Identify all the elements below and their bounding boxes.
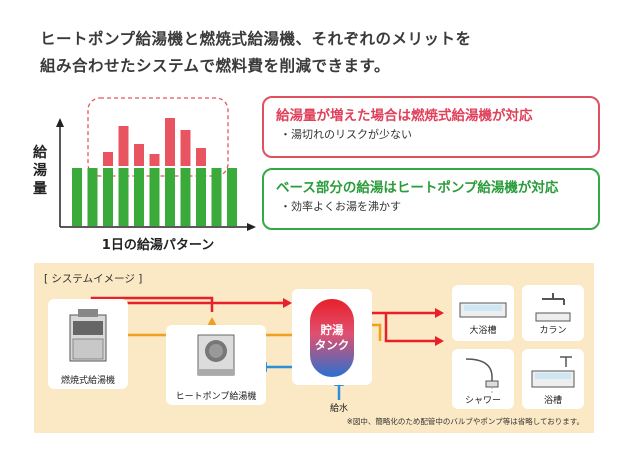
combustion-heater-card: 燃焼式給湯機 (48, 299, 128, 389)
shower-icon (465, 358, 499, 393)
heat-pump-icon (197, 334, 235, 376)
pipe-hot-down (384, 313, 436, 343)
outlet-shower: シャワー (452, 349, 514, 409)
outlet-large-bath-label: 大浴槽 (469, 326, 497, 336)
base-bar (196, 168, 206, 226)
faucet-icon (535, 293, 571, 322)
water-supply-label: 給水 (330, 404, 349, 414)
tank-label-line2: タンク (314, 338, 350, 352)
combustion-heater-icon (69, 309, 107, 362)
base-bar (87, 168, 98, 226)
bars-group (72, 118, 237, 226)
usage-chart: 給湯量 1日の給湯パターン (30, 96, 260, 256)
base-bar (149, 168, 160, 226)
x-axis-arrow (247, 223, 256, 231)
tank-label-line1: 貯湯 (320, 323, 344, 337)
peak-bar (103, 152, 113, 166)
footnote: ※図中、簡略化のため配管中のバルブやポンプ等は省略しております。 (346, 417, 584, 426)
arrow-warm-hp (207, 317, 217, 326)
y-axis-arrow (56, 118, 64, 127)
outlet-bathtub-label: 浴槽 (543, 396, 562, 406)
base-bar (211, 168, 222, 226)
base-bar (227, 168, 237, 226)
peak-bar (118, 126, 129, 166)
arrow-hot-out (435, 308, 444, 318)
arrow-hot-main (283, 298, 292, 308)
outlet-large-bath: 大浴槽 (452, 285, 514, 341)
heat-pump-label: ヒートポンプ給湯機 (175, 392, 257, 402)
large-bath-icon (459, 302, 507, 318)
peak-highlight-box (87, 97, 229, 177)
x-axis-label: 1日の給湯パターン (101, 238, 215, 253)
callout-base-title: ベース部分の給湯はヒートポンプ給湯機が対応 (276, 180, 559, 196)
outlet-faucet: カラン (522, 285, 584, 341)
usage-chart-svg (56, 97, 256, 231)
peak-bar (165, 118, 175, 166)
outlet-bathtub: 浴槽 (522, 349, 584, 409)
callout-peak: 給湯量が増えた場合は燃焼式給湯機が対応 ・湯切れのリスクが少ない (262, 96, 600, 158)
callout-base-sub: ・効率よくお湯を沸かす (280, 200, 401, 213)
base-bar (118, 168, 129, 226)
heat-pump-card: ヒートポンプ給湯機 (166, 325, 266, 405)
tank-icon (310, 299, 354, 377)
headline-line2: 組み合わせたシステムで燃料費を削減できます。 (40, 57, 390, 75)
callout-base: ベース部分の給湯はヒートポンプ給湯機が対応 ・効率よくお湯を沸かす (262, 168, 600, 230)
base-bar (103, 168, 113, 226)
base-bar (134, 168, 144, 226)
peak-bar (134, 144, 144, 166)
headline-line1: ヒートポンプ給湯機と燃焼式給湯機、それぞれのメリットを (40, 30, 472, 48)
system-diagram: [ システムイメージ ] 燃焼式給湯機 (34, 263, 594, 433)
peak-bar (196, 148, 206, 166)
outlet-shower-label: シャワー (464, 396, 501, 406)
callout-peak-title: 給湯量が増えた場合は燃焼式給湯機が対応 (276, 108, 533, 124)
outlet-faucet-label: カラン (539, 326, 567, 336)
arrow-hot-down (435, 336, 444, 346)
base-bar (180, 168, 191, 226)
combustion-heater-label: 燃焼式給湯機 (60, 376, 115, 386)
headline: ヒートポンプ給湯機と燃焼式給湯機、それぞれのメリットを 組み合わせたシステムで燃… (40, 26, 600, 80)
system-label: [ システムイメージ ] (44, 273, 143, 285)
base-bar (165, 168, 175, 226)
base-bar (72, 168, 82, 226)
peak-bar (180, 130, 191, 166)
pipe-warm (370, 323, 382, 341)
tank-label: 貯湯 タンク (310, 323, 354, 353)
callout-peak-sub: ・湯切れのリスクが少ない (280, 128, 412, 141)
tank-card: 貯湯 タンク (292, 289, 372, 385)
y-axis-label: 給湯量 (33, 145, 47, 197)
peak-bar (149, 154, 160, 166)
bathtub-icon (531, 356, 575, 388)
